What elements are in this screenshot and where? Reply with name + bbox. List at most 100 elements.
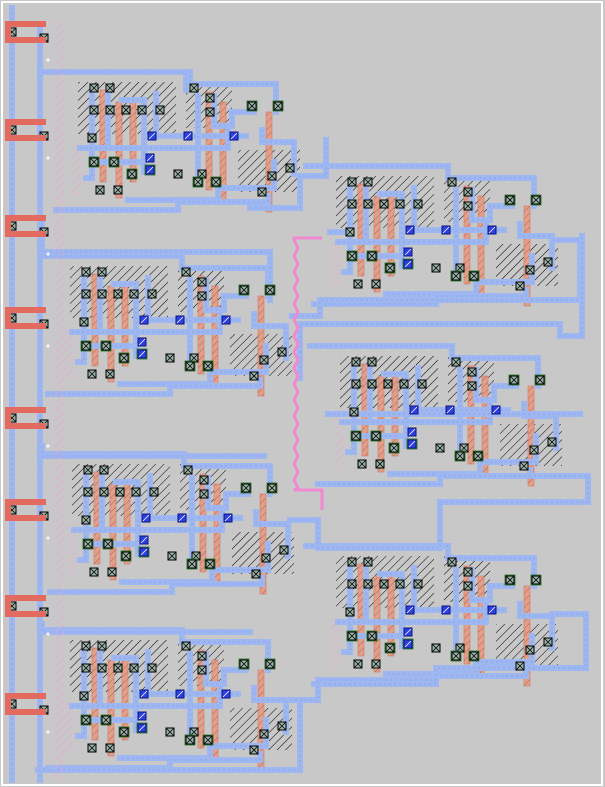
cell-5-gnd-rail-texture: [314, 290, 527, 305]
cell-5-contact-3-x: [363, 199, 373, 209]
cell-4-m1-j-texture: [120, 720, 267, 759]
top-feed-texture: [42, 71, 187, 90]
input-pad-5-marker: [46, 444, 50, 448]
cell-4-contact-10-x: [79, 691, 89, 701]
via-cut-mark: [442, 226, 450, 234]
cell-3-contact-3-x: [99, 487, 109, 497]
input-pad-4: [5, 307, 46, 329]
poly-contact-cut-x: [103, 539, 113, 549]
via-cut-mark: [406, 226, 414, 234]
input-pad-8-marker: [46, 730, 50, 734]
cell-1-contact-5-x: [137, 105, 147, 115]
poly-contact-cut-x: [247, 101, 257, 111]
via-cut-mark: [176, 316, 184, 324]
cell-7-contact-8-x: [463, 567, 473, 577]
cell-2-contact-0-x: [81, 267, 91, 277]
cell-5-contact-1-x: [363, 177, 373, 187]
cell-2-contact-10-x: [79, 317, 89, 327]
poly-contact-cut-x: [451, 271, 461, 281]
poly-contact-cut-x: [265, 285, 275, 295]
left-nwell-spine: [54, 20, 64, 780]
cell-5-contact-7-x: [447, 177, 457, 187]
cell-4-contact-4-x: [113, 663, 123, 673]
cell-2-gnd-rail-texture: [48, 380, 261, 395]
poly-contact-cut-x: [273, 101, 283, 111]
cell-2-contact-1-x: [97, 267, 107, 277]
cell-2-poly-gate-3: [197, 275, 205, 375]
cell-6-contact-17-x: [547, 437, 557, 447]
poly-contact-cut-x: [203, 361, 213, 371]
cell-1-contact-8-x: [205, 93, 215, 103]
poly-contact-cut-x: [109, 157, 119, 167]
via-cut-mark: [408, 440, 416, 448]
cell-1-contact-10-x: [87, 133, 97, 143]
via-cut-mark: [138, 338, 146, 346]
via-cut-mark: [146, 166, 154, 174]
cell-4-contact-7-x: [181, 641, 191, 651]
cell-6-m1-a: [345, 365, 357, 455]
cell-5-contact-13-x: [431, 263, 441, 273]
cell-3-contact-13-x: [167, 551, 177, 561]
cell-6-contact-4-x: [383, 379, 393, 389]
cell-6-contact-7-x: [451, 357, 461, 367]
cell-2-contact-3-x: [97, 289, 107, 299]
cell-2-contact-15-x: [259, 355, 269, 365]
cell-3-gnd-rail-texture: [50, 578, 263, 593]
cell-5-nwell: [330, 238, 340, 290]
cell-2-contact-5-x: [129, 289, 139, 299]
cell-4-contact-8-x: [197, 651, 207, 661]
via-cut-mark: [404, 628, 412, 636]
cell-3-m1-a: [77, 473, 89, 563]
poly-contact-cut-x: [531, 195, 541, 205]
poly-contact-cut-x: [455, 451, 465, 461]
cell-1-m1-g: [77, 123, 231, 151]
via-cut-mark: [222, 690, 230, 698]
cell-6-contact-6-x: [417, 379, 427, 389]
cell-6-contact-15-x: [529, 445, 539, 455]
cell-3-m1-g: [71, 505, 225, 533]
via-cut-mark: [176, 690, 184, 698]
poly-contact-cut-x: [505, 575, 515, 585]
via-cut-mark: [492, 406, 500, 414]
cell-3-contact-2-x: [83, 487, 93, 497]
cell-1-gnd-rail-texture: [56, 196, 269, 211]
cell-3-m1-i-texture: [255, 512, 289, 556]
via-cut-mark: [404, 640, 412, 648]
cell-2-contact-9-x: [197, 291, 207, 301]
input-pad-2-marker: [46, 156, 50, 160]
input-pad-3-marker: [46, 252, 50, 256]
cell-1-contact-7-x: [189, 83, 199, 93]
cell-4-contact-2-x: [81, 663, 91, 673]
via-cut-mark: [148, 132, 156, 140]
cell-3-contact-10-x: [81, 515, 91, 525]
poly-contact-cut-x: [535, 375, 545, 385]
cell-3-contact-8-x: [199, 475, 209, 485]
cell-5-contact-0-x: [347, 177, 357, 187]
via-cut-mark: [140, 316, 148, 324]
cell-4-contact-9-x: [197, 665, 207, 675]
poly-contact-cut-x: [347, 631, 357, 641]
cell-6-contact-11-x: [357, 459, 367, 469]
poly-contact-cut-x: [239, 659, 249, 669]
cell-2-nwell: [64, 328, 74, 380]
cell-7-contact-12-x: [371, 659, 381, 669]
cell-3-contact-4-x: [115, 487, 125, 497]
via-cut-mark: [404, 248, 412, 256]
cell-1-contact-9-x: [205, 107, 215, 117]
poly-contact-cut-x: [193, 177, 203, 187]
route-c2-c6-texture: [299, 236, 583, 378]
cell-6-contact-13-x: [435, 443, 445, 453]
cell-3-m1-j-texture: [122, 544, 269, 583]
input-pad-6: [5, 499, 46, 521]
poly-contact-cut-x: [451, 651, 461, 661]
cell-1-m1-j-texture: [128, 162, 275, 201]
cell-7-contact-7-x: [447, 557, 457, 567]
via-cut-mark: [442, 606, 450, 614]
input-pad-1: [5, 21, 46, 43]
cell-6-contact-0-x: [351, 357, 361, 367]
cell-6-m1-i-texture: [523, 404, 557, 448]
cell-2-contact-8-x: [197, 277, 207, 287]
cell-5-contact-8-x: [463, 187, 473, 197]
poly-contact-cut-x: [371, 431, 381, 441]
via-cut-mark: [142, 514, 150, 522]
